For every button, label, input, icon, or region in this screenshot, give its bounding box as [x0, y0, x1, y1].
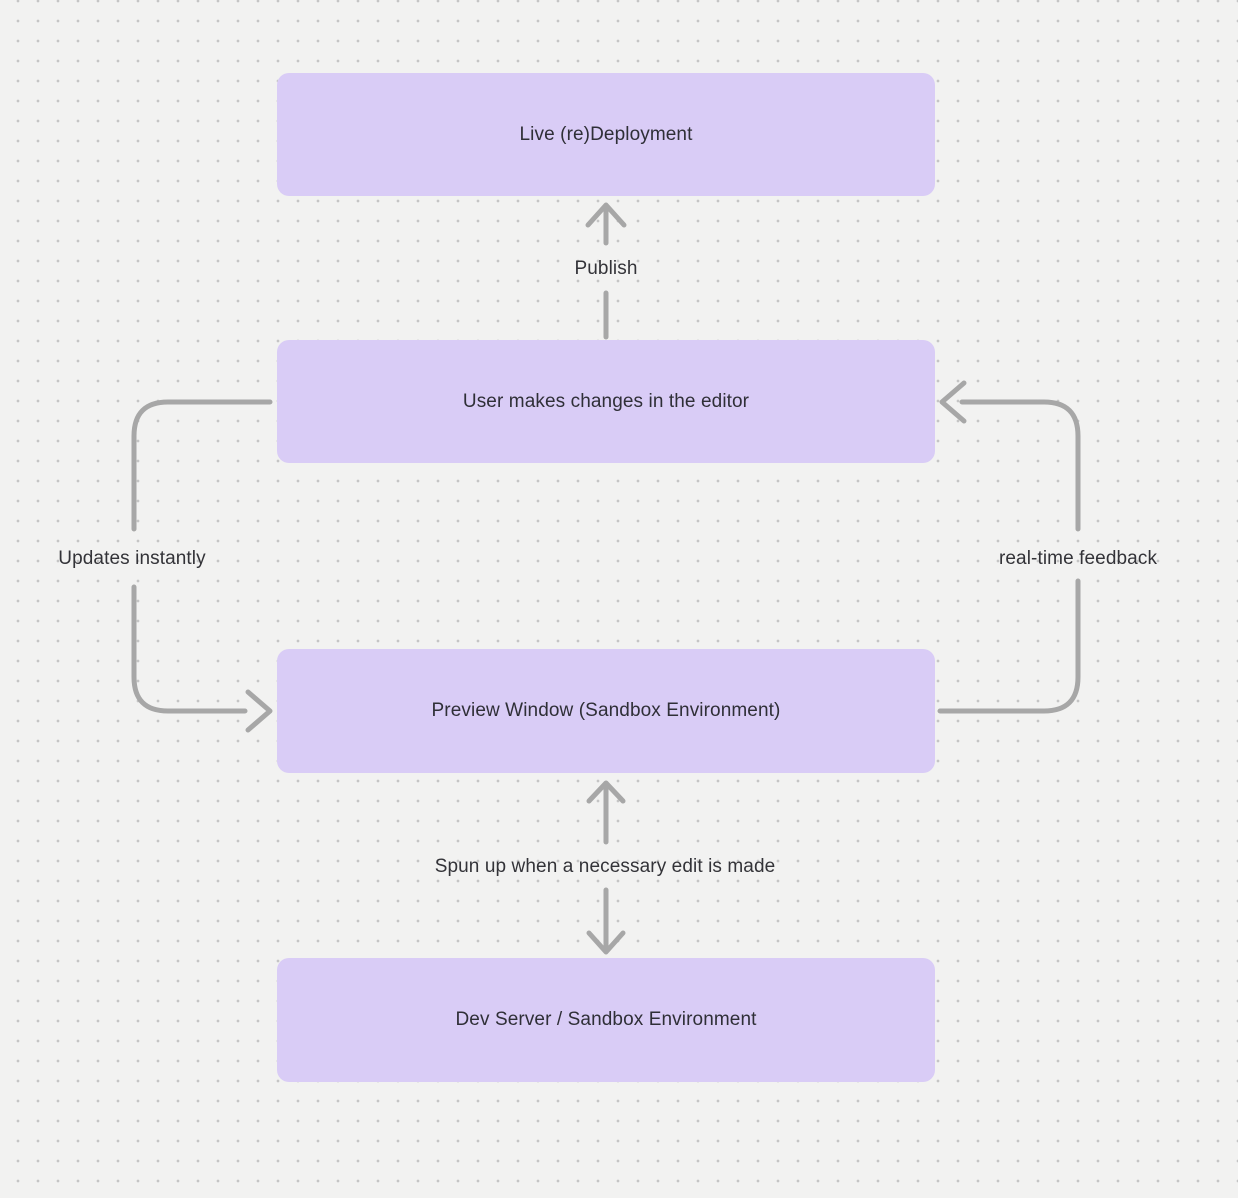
- node-preview-window-label: Preview Window (Sandbox Environment): [431, 700, 781, 721]
- arrow-feedback-line-top: [959, 399, 1081, 532]
- arrow-publish-head: [585, 202, 627, 228]
- arrow-updates-line-bottom: [131, 584, 248, 714]
- edge-label-updates-instantly: Updates instantly: [58, 548, 206, 569]
- node-preview-window: Preview Window (Sandbox Environment): [277, 649, 935, 773]
- node-dev-server: Dev Server / Sandbox Environment: [277, 958, 935, 1082]
- arrow-spun-down-head: [586, 930, 626, 955]
- arrow-spun-up-head: [586, 780, 626, 804]
- node-dev-server-label: Dev Server / Sandbox Environment: [455, 1009, 757, 1030]
- arrow-feedback-head: [939, 380, 967, 424]
- edge-label-spun-up: Spun up when a necessary edit is made: [434, 856, 776, 877]
- arrow-feedback-line-bottom: [937, 578, 1081, 714]
- node-live-redeployment: Live (re)Deployment: [277, 73, 935, 196]
- arrow-updates-line-top: [131, 399, 273, 532]
- arrow-updates-head: [245, 689, 273, 733]
- arrow-realtime-feedback: [937, 380, 1081, 714]
- edge-label-realtime-feedback: real-time feedback: [998, 548, 1158, 569]
- node-user-editor-label: User makes changes in the editor: [462, 390, 750, 412]
- edge-label-publish: Publish: [574, 258, 638, 279]
- node-user-editor: User makes changes in the editor: [277, 340, 935, 463]
- node-live-redeployment-label: Live (re)Deployment: [519, 123, 693, 145]
